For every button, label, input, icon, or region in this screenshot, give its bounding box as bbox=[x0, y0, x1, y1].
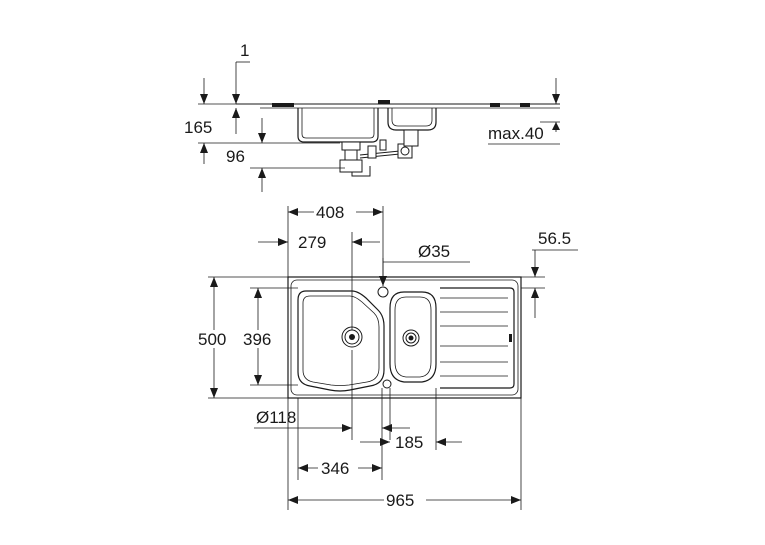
dim-edge-offset: 56.5 bbox=[538, 229, 571, 248]
sink-outline bbox=[287, 276, 522, 399]
small-bowl bbox=[389, 291, 437, 383]
dim-small-bowl-width: 185 bbox=[395, 433, 423, 452]
dim-bowl-offset: 408 bbox=[316, 203, 344, 222]
main-bowl bbox=[297, 290, 385, 392]
dim-thickness: 1 bbox=[240, 41, 249, 60]
overflow-hole bbox=[382, 379, 392, 389]
main-bowl-profile bbox=[297, 108, 379, 143]
dim-main-bowl-width: 346 bbox=[321, 459, 349, 478]
dim-depth: 165 bbox=[184, 118, 212, 137]
small-bowl-profile bbox=[387, 108, 437, 131]
dim-overall-width: 965 bbox=[386, 491, 414, 510]
side-view: 1 165 96 max.40 bbox=[184, 41, 560, 192]
dim-small-bowl-offset: 279 bbox=[298, 233, 326, 252]
dim-waste-diameter: Ø118 bbox=[256, 408, 296, 427]
dim-drain-height: 96 bbox=[226, 147, 245, 166]
small-waste bbox=[402, 329, 420, 347]
waste-pipework bbox=[339, 129, 419, 177]
dim-bowl-depth: 396 bbox=[243, 330, 271, 349]
tap-hole bbox=[377, 286, 389, 298]
dim-overall-depth: 500 bbox=[198, 330, 226, 349]
drainer bbox=[440, 287, 515, 389]
top-view: 408 279 Ø35 56.5 500 396 bbox=[196, 202, 578, 510]
dim-tap-deck: max.40 bbox=[488, 124, 544, 143]
dim-tap-hole: Ø35 bbox=[418, 242, 450, 261]
